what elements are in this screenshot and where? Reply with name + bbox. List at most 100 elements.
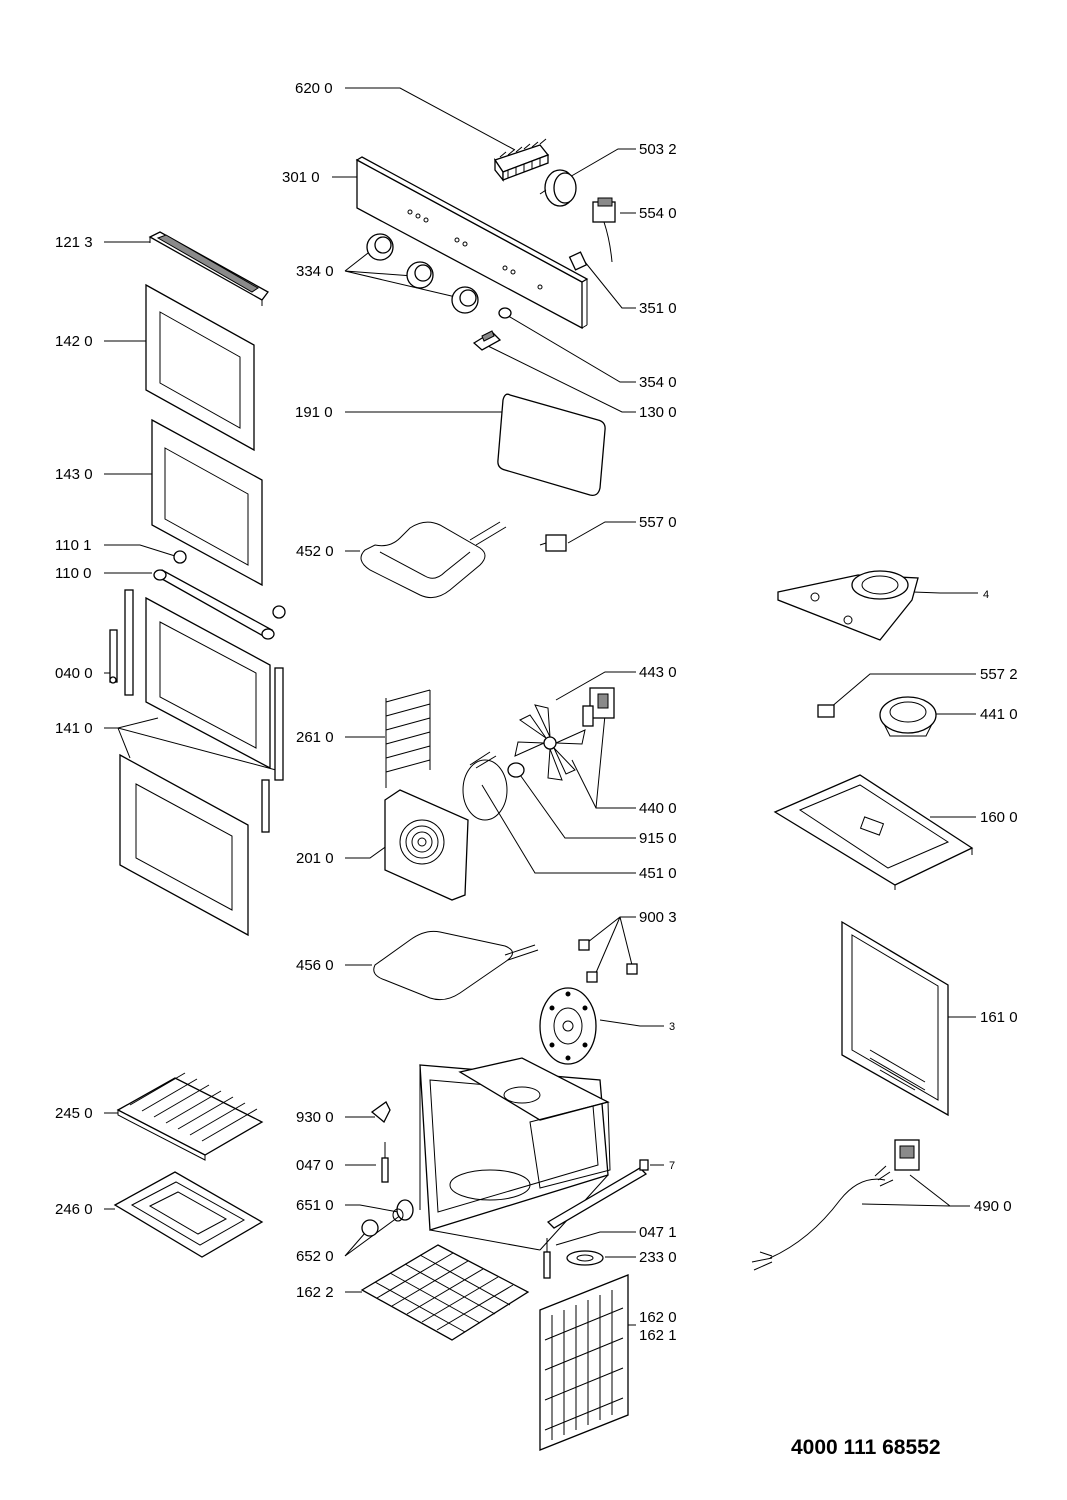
leader-490-0 <box>861 1174 970 1207</box>
leader-130-0 <box>487 345 636 413</box>
label-930-0: 930 0 <box>296 1109 334 1126</box>
mains-cable-drawing <box>751 1139 920 1271</box>
label-261-0: 261 0 <box>296 729 334 746</box>
label-557-2: 557 2 <box>980 666 1018 683</box>
label-162-1: 162 1 <box>639 1327 677 1344</box>
label-557-0: 557 0 <box>639 514 677 531</box>
label-456-0: 456 0 <box>296 957 334 974</box>
baffle-plate-drawing <box>539 987 597 1065</box>
side-grid-panel-drawing <box>539 1274 629 1451</box>
label-141-0: 141 0 <box>55 720 93 737</box>
label-110-1: 110 1 <box>55 537 91 554</box>
leader-4 <box>912 591 978 594</box>
label-441-0: 441 0 <box>980 706 1018 723</box>
document-number: 4000 111 68552 <box>791 1436 941 1459</box>
label-047-1: 047 1 <box>639 1224 677 1241</box>
lamp-drawing <box>361 1199 414 1237</box>
oven-cavity-drawing <box>419 1057 611 1251</box>
label-162-2: 162 2 <box>296 1284 334 1301</box>
label-121-3: 121 3 <box>55 234 93 251</box>
clips-drawing <box>578 939 638 983</box>
side-rack-drawing <box>385 689 431 788</box>
label-443-0: 443 0 <box>639 664 677 681</box>
label-040-0: 040 0 <box>55 665 93 682</box>
part-labels: 620 0 503 2 301 0 554 0 121 3 334 0 351 … <box>55 80 1018 1344</box>
label-142-0: 142 0 <box>55 333 93 350</box>
label-620-0: 620 0 <box>295 80 333 97</box>
leader-3 <box>599 1019 664 1027</box>
sensor-047-0-drawing <box>381 1142 389 1183</box>
label-047-0: 047 0 <box>296 1157 334 1174</box>
connector-557-2-drawing <box>817 704 835 718</box>
label-651-0: 651 0 <box>296 1197 334 1214</box>
label-233-0: 233 0 <box>639 1249 677 1266</box>
terminal-block-drawing <box>493 138 550 182</box>
leader-lines <box>104 87 978 1326</box>
leader-503-2 <box>567 148 636 179</box>
cooling-fan-drawing <box>879 696 937 737</box>
hinge-right-drawing <box>261 667 284 833</box>
label-900-3: 900 3 <box>639 909 677 926</box>
timer-drawing <box>539 169 577 207</box>
baking-tray-drawing <box>113 1171 264 1258</box>
door-seal-drawing <box>497 393 606 496</box>
rail-7-drawing <box>546 1159 649 1229</box>
part-233-drawing <box>566 1250 604 1266</box>
label-7: 7 <box>669 1160 675 1172</box>
outer-door-drawing <box>119 753 249 937</box>
label-130-0: 130 0 <box>639 404 677 421</box>
label-652-0: 652 0 <box>296 1248 334 1265</box>
label-161-0: 161 0 <box>980 1009 1018 1026</box>
label-301-0: 301 0 <box>282 169 320 186</box>
bracket-354-drawing <box>472 330 502 351</box>
label-3: 3 <box>669 1021 675 1033</box>
sensor-047-1-drawing <box>543 1238 551 1279</box>
switch-drawing <box>568 251 588 271</box>
label-503-2: 503 2 <box>639 141 677 158</box>
label-160-0: 160 0 <box>980 809 1018 826</box>
leader-351-0 <box>584 261 636 309</box>
leader-557-2 <box>829 673 976 709</box>
inner-door-drawing <box>145 596 271 770</box>
part-drawings <box>109 138 974 1451</box>
door-top-trim-drawing <box>148 231 269 306</box>
fan-nut-drawing <box>507 762 525 778</box>
hinge-left-drawing <box>109 589 134 696</box>
connector-557-drawing <box>539 534 567 552</box>
label-490-0: 490 0 <box>974 1198 1012 1215</box>
label-440-0: 440 0 <box>639 800 677 817</box>
label-4: 4 <box>983 589 989 601</box>
wire-rack-drawing <box>360 1244 530 1341</box>
leader-557-0 <box>567 521 636 544</box>
label-354-0: 354 0 <box>639 374 677 391</box>
fan-blade-drawing <box>514 704 586 781</box>
control-panel-drawing <box>355 156 589 330</box>
label-452-0: 452 0 <box>296 543 334 560</box>
grill-element-drawing <box>360 521 507 599</box>
top-fan-housing-drawing <box>777 570 919 641</box>
glass-143-drawing <box>151 418 263 587</box>
label-246-0: 246 0 <box>55 1201 93 1218</box>
leader-651-0 <box>345 1204 399 1213</box>
leader-440-0 <box>571 714 636 809</box>
glass-142-drawing <box>145 283 255 452</box>
label-915-0: 915 0 <box>639 830 677 847</box>
label-143-0: 143 0 <box>55 466 93 483</box>
leader-110-1 <box>104 544 176 557</box>
leader-354-0 <box>504 313 636 383</box>
hinge-cap-drawing <box>173 550 286 619</box>
top-plate-drawing <box>773 774 974 890</box>
label-334-0: 334 0 <box>296 263 334 280</box>
fan-motor-drawing <box>582 687 615 727</box>
label-451-0: 451 0 <box>639 865 677 882</box>
label-110-0: 110 0 <box>55 565 91 582</box>
bottom-element-drawing <box>373 930 539 1001</box>
leader-047-1 <box>555 1231 636 1246</box>
leader-451-0 <box>481 784 636 874</box>
label-245-0: 245 0 <box>55 1105 93 1122</box>
knobs-drawing <box>366 233 512 319</box>
thermostat-drawing <box>592 197 616 263</box>
rear-panel-drawing <box>841 920 949 1117</box>
label-201-0: 201 0 <box>296 850 334 867</box>
